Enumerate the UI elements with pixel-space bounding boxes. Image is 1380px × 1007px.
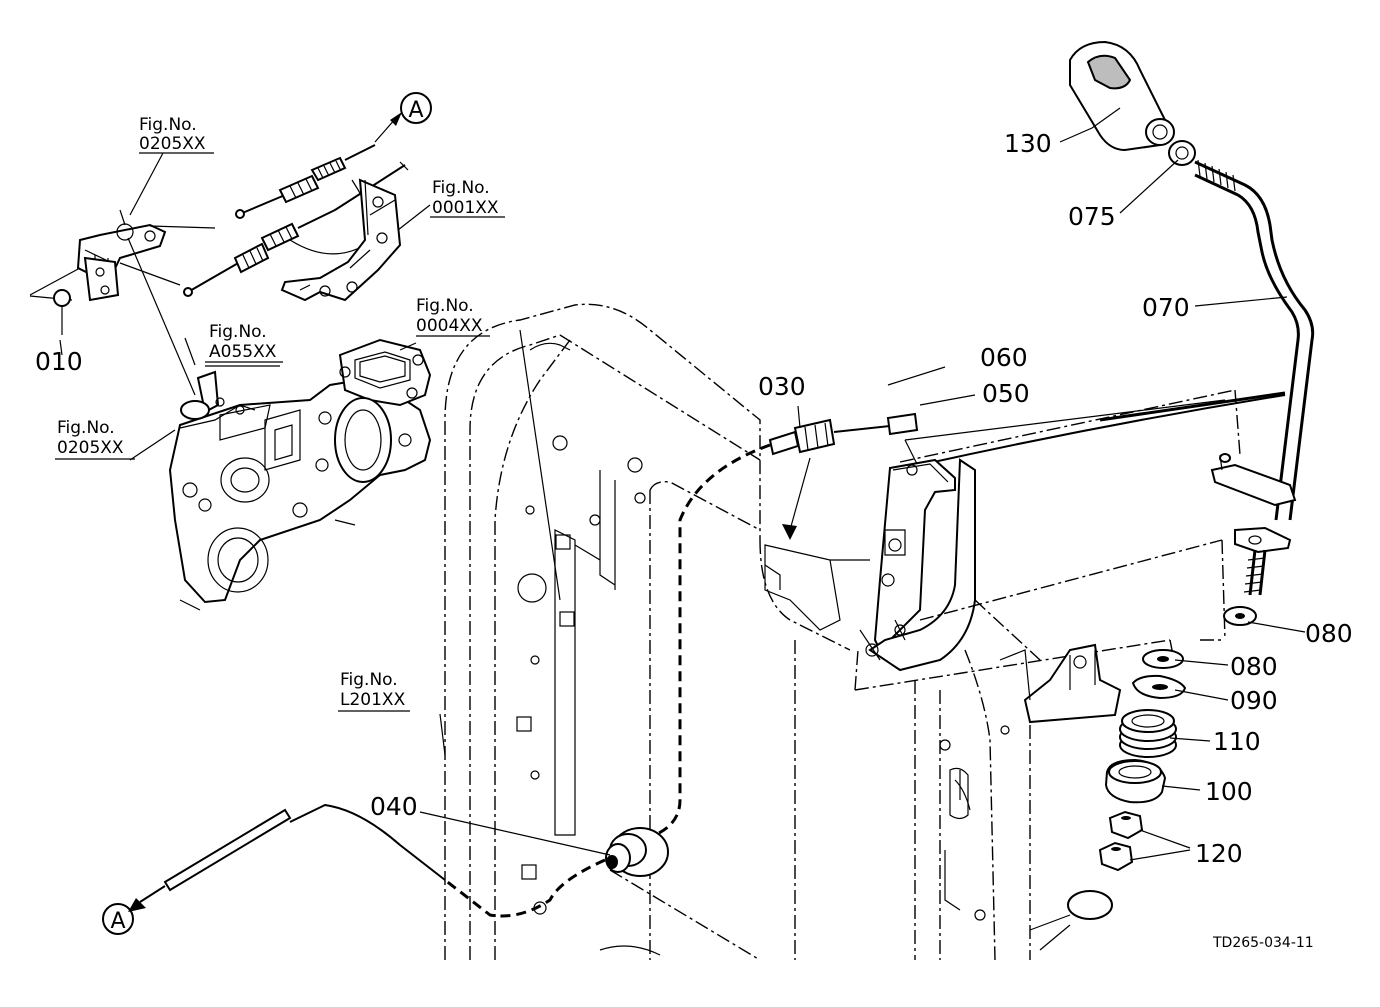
part-number-050: 050 <box>982 379 1030 408</box>
drawing-code: TD265-034-11 <box>1212 935 1314 951</box>
leader-lines <box>59 107 1306 861</box>
part-number-040: 040 <box>370 792 418 821</box>
frame-outline <box>914 599 1113 961</box>
upper-cable-assembly <box>29 112 409 396</box>
connector-a-top: A <box>400 92 432 124</box>
part-number-070: 070 <box>1142 293 1190 322</box>
svg-text:0205XX: 0205XX <box>139 134 206 154</box>
svg-text:Fig.No.: Fig.No. <box>57 418 115 438</box>
part-number-030: 030 <box>758 372 806 401</box>
part-number-010: 010 <box>35 347 83 376</box>
side-panel-outline <box>444 303 851 961</box>
svg-text:A: A <box>110 909 125 934</box>
part-number-100: 100 <box>1205 777 1253 806</box>
svg-text:0001XX: 0001XX <box>432 198 499 218</box>
fig-ref-0004xx: Fig.No. 0004XX <box>416 296 490 337</box>
lever-bracket <box>764 389 1286 724</box>
svg-text:Fig.No.: Fig.No. <box>340 670 398 690</box>
fig-ref-0001xx: Fig.No. 0001XX <box>430 178 505 218</box>
svg-text:A055XX: A055XX <box>209 342 277 362</box>
fig-ref-l201xx: Fig.No. L201XX <box>338 670 410 712</box>
svg-text:A: A <box>408 98 423 123</box>
part-number-075: 075 <box>1068 202 1116 231</box>
part-number-060: 060 <box>980 343 1028 372</box>
svg-text:Fig.No.: Fig.No. <box>139 115 197 135</box>
part-number-110: 110 <box>1213 727 1261 756</box>
fig-ref-0205xx-lower: Fig.No. 0205XX <box>55 418 135 460</box>
connector-a-bottom: A <box>102 903 134 935</box>
part-number-130: 130 <box>1004 129 1052 158</box>
shift-lever <box>1069 40 1315 626</box>
svg-text:L201XX: L201XX <box>340 690 406 710</box>
fig-ref-0205xx-top: Fig.No. 0205XX <box>139 115 214 154</box>
spring-stack <box>1098 649 1187 872</box>
fig-ref-a055xx: Fig.No. A055XX <box>205 322 283 363</box>
svg-text:0004XX: 0004XX <box>416 316 483 336</box>
svg-text:0205XX: 0205XX <box>57 438 124 458</box>
svg-text:Fig.No.: Fig.No. <box>432 178 490 198</box>
part-number-120: 120 <box>1195 839 1243 868</box>
part-number-080-lower: 080 <box>1230 652 1278 681</box>
svg-text:Fig.No.: Fig.No. <box>209 322 267 342</box>
part-number-090: 090 <box>1230 686 1278 715</box>
part-number-080-upper: 080 <box>1305 619 1353 648</box>
transmission-case <box>168 338 432 611</box>
svg-text:Fig.No.: Fig.No. <box>416 296 474 316</box>
shift-cable <box>128 412 919 918</box>
